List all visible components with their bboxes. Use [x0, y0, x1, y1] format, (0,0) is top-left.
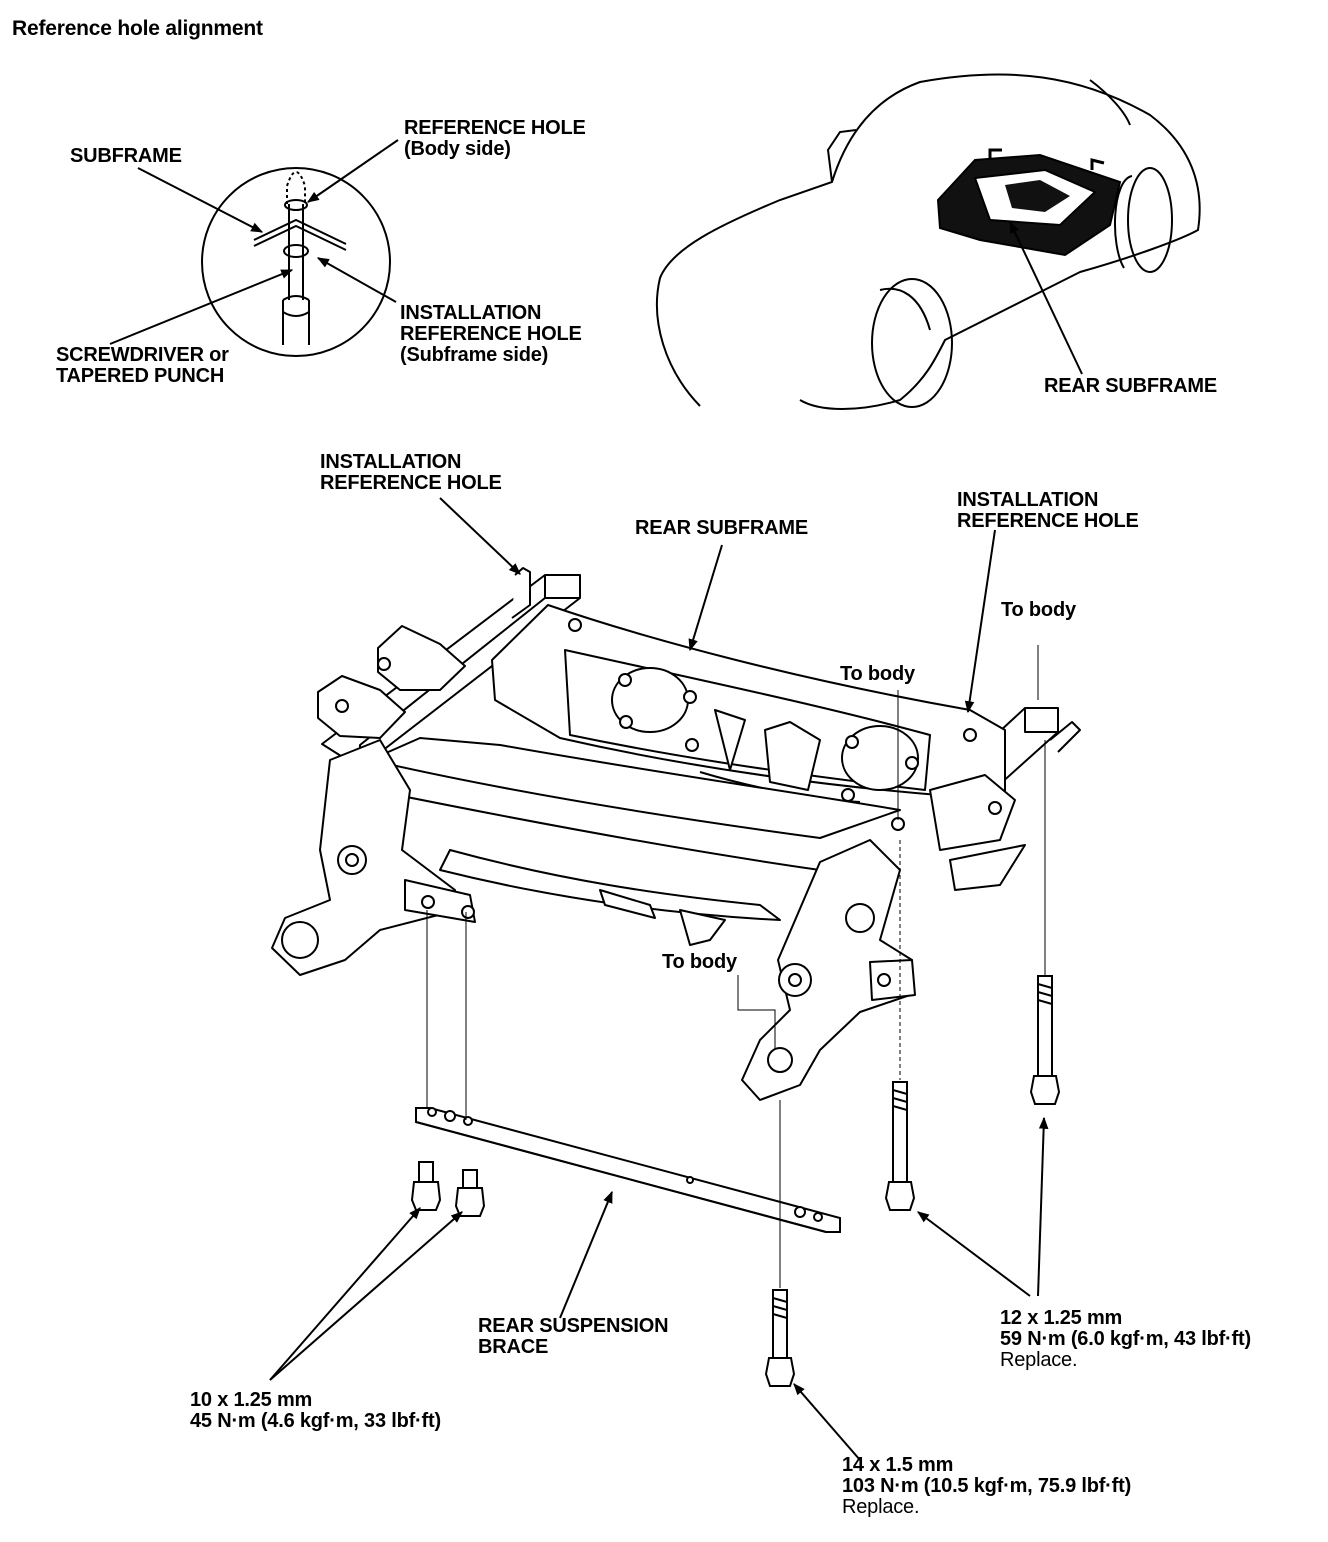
car-subframe-icon — [938, 150, 1120, 255]
to-body-center-label: To body — [840, 664, 915, 685]
rear-bolts-note: Replace. — [1000, 1349, 1078, 1371]
front-bolt-torque: 103 N·m (10.5 kgf·m, 75.9 lbf·ft) — [842, 1475, 1132, 1497]
installation-reference-hole-detail-line2: REFERENCE HOLE — [400, 323, 582, 345]
to-body-left-text: To body — [662, 951, 737, 973]
page-title: Reference hole alignment — [12, 17, 263, 40]
subframe-label: SUBFRAME — [70, 146, 182, 167]
to-body-left-label: To body — [662, 952, 737, 973]
rear-suspension-brace-label: REAR SUSPENSION BRACE — [478, 1315, 669, 1358]
tool-label: SCREWDRIVER or TAPERED PUNCH — [56, 345, 229, 387]
rear-bolts-size: 12 x 1.25 mm — [1000, 1307, 1123, 1329]
subframe-label-text: SUBFRAME — [70, 145, 182, 167]
rear-suspension-brace-drawing — [416, 1108, 840, 1232]
reference-hole-label-line1: REFERENCE HOLE — [404, 117, 586, 139]
installation-reference-hole-right-line2: REFERENCE HOLE — [957, 510, 1139, 532]
bolt-drawings — [412, 976, 1059, 1386]
car-rear-subframe-label: REAR SUBFRAME — [1044, 376, 1217, 397]
installation-reference-hole-right-label: INSTALLATION REFERENCE HOLE — [957, 490, 1139, 532]
rear-bolts-torque: 59 N·m (6.0 kgf·m, 43 lbf·ft) — [1000, 1328, 1251, 1350]
car-rear-subframe-text: REAR SUBFRAME — [1044, 375, 1217, 397]
installation-reference-hole-left-line1: INSTALLATION — [320, 451, 462, 473]
main-rear-subframe-label: REAR SUBFRAME — [635, 518, 808, 539]
front-bolt-size: 14 x 1.5 mm — [842, 1454, 954, 1476]
rear-suspension-brace-line1: REAR SUSPENSION — [478, 1315, 669, 1337]
installation-reference-hole-detail-label: INSTALLATION REFERENCE HOLE (Subframe si… — [400, 303, 582, 366]
tool-label-line2: TAPERED PUNCH — [56, 365, 225, 387]
installation-reference-hole-left-label: INSTALLATION REFERENCE HOLE — [320, 452, 502, 494]
front-bolt-note: Replace. — [842, 1496, 920, 1518]
main-rear-subframe-text: REAR SUBFRAME — [635, 517, 808, 539]
detail-circle — [202, 168, 390, 356]
tool-label-line1: SCREWDRIVER or — [56, 344, 229, 366]
brace-bolts-spec: 10 x 1.25 mm 45 N·m (4.6 kgf·m, 33 lbf·f… — [190, 1390, 441, 1432]
reference-hole-label-line2: (Body side) — [404, 138, 511, 160]
rear-subframe-drawing — [272, 568, 1080, 1100]
front-bolt-spec: 14 x 1.5 mm 103 N·m (10.5 kgf·m, 75.9 lb… — [842, 1455, 1131, 1518]
rear-suspension-brace-line2: BRACE — [478, 1336, 549, 1358]
installation-reference-hole-detail-line1: INSTALLATION — [400, 302, 542, 324]
reference-hole-label: REFERENCE HOLE (Body side) — [404, 118, 586, 160]
alignment-lines — [427, 645, 1045, 1288]
leader-arrows — [110, 140, 1082, 1460]
to-body-center-text: To body — [840, 663, 915, 685]
brace-bolts-torque: 45 N·m (4.6 kgf·m, 33 lbf·ft) — [190, 1410, 441, 1432]
installation-reference-hole-detail-line3: (Subframe side) — [400, 344, 549, 366]
to-body-right-text: To body — [1001, 599, 1076, 621]
rear-bolts-spec: 12 x 1.25 mm 59 N·m (6.0 kgf·m, 43 lbf·f… — [1000, 1308, 1251, 1371]
brace-bolts-size: 10 x 1.25 mm — [190, 1389, 313, 1411]
to-body-right-label: To body — [1001, 600, 1076, 621]
installation-reference-hole-left-line2: REFERENCE HOLE — [320, 472, 502, 494]
car-outline — [657, 75, 1200, 409]
installation-reference-hole-right-line1: INSTALLATION — [957, 489, 1099, 511]
